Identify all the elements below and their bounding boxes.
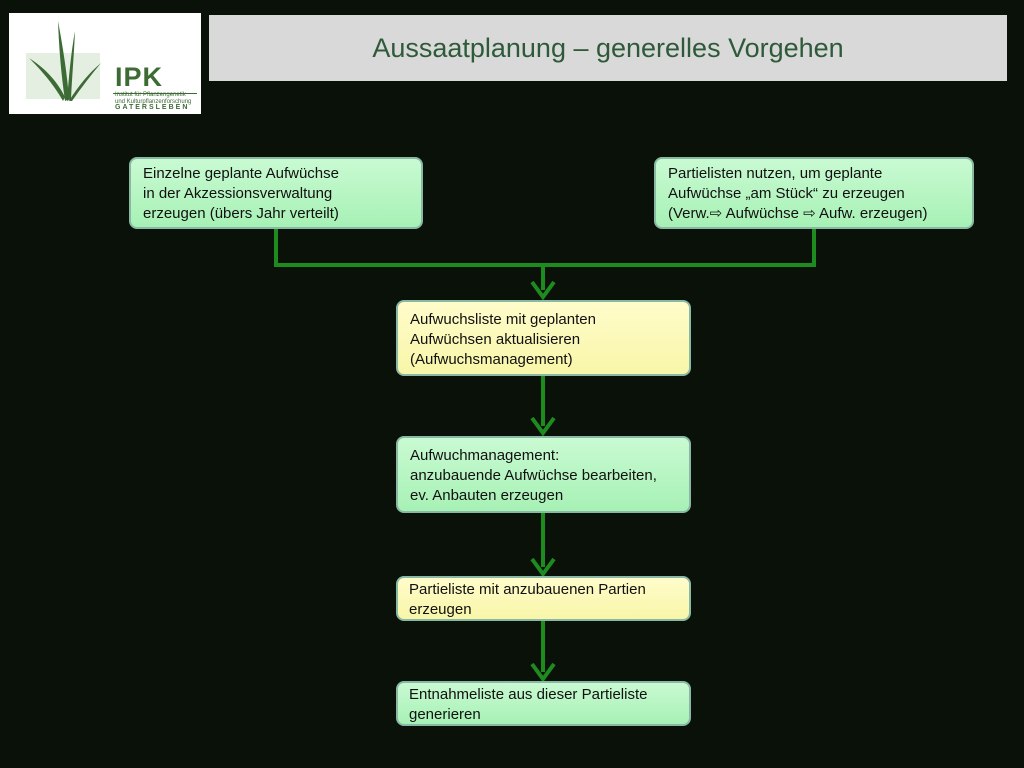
box-step1-line-3: (Aufwuchsmanagement)	[410, 351, 573, 368]
box-step2-line-3: ev. Anbauten erzeugen	[410, 487, 564, 504]
box-right-top-line-1: Partielisten nutzen, um geplante	[668, 165, 883, 182]
box-step2-line-2: anzubauende Aufwüchse bearbeiten,	[410, 467, 657, 484]
box-right-top-line-3: (Verw.⇨ Aufwüchse ⇨ Aufw. erzeugen)	[668, 205, 928, 222]
box-left-top: Einzelne geplante Aufwüchse in der Akzes…	[129, 157, 423, 229]
box-step1-line-2: Aufwüchsen aktualisieren	[410, 331, 581, 348]
title-bar: Aussaatplanung – generelles Vorgehen	[209, 15, 1007, 81]
grass-logo-icon	[26, 21, 197, 101]
logo-city: GATERSLEBEN	[115, 104, 190, 111]
box-step4-line-1: Entnahmeliste aus dieser Partieliste	[409, 686, 648, 703]
logo-abbreviation: IPK	[115, 62, 164, 92]
box-left-top-line-3: erzeugen (übers Jahr verteilt)	[143, 205, 339, 222]
logo-institute-line-1: Institut für Pflanzengenetik	[115, 92, 186, 98]
arrowhead-step3	[530, 557, 556, 578]
arrowhead-step2	[530, 416, 556, 437]
arrowhead-step4	[530, 662, 556, 683]
box-left-top-line-2: in der Akzessionsverwaltung	[143, 185, 333, 202]
ipk-logo: IPK Institut für Pflanzengenetik und Kul…	[9, 13, 201, 114]
box-right-top-line-2: Aufwüchse „am Stück“ zu erzeugen	[668, 185, 905, 202]
box-step3-line-1: Partieliste mit anzubauenen Partien	[409, 581, 646, 598]
box-left-top-line-1: Einzelne geplante Aufwüchse	[143, 165, 339, 182]
box-right-top: Partielisten nutzen, um geplante Aufwüch…	[654, 157, 974, 229]
slide-title: Aussaatplanung – generelles Vorgehen	[372, 32, 844, 63]
connector-right-to-merge	[544, 229, 816, 267]
box-step4-line-2: generieren	[409, 706, 481, 723]
arrowhead-step1	[530, 280, 556, 301]
box-step2: Aufwuchmanagement: anzubauende Aufwüchse…	[396, 436, 691, 513]
logo-institute-line-2: und Kulturpflanzenforschung	[115, 99, 192, 105]
connector-left-to-merge	[274, 229, 544, 267]
box-step1: Aufwuchsliste mit geplanten Aufwüchsen a…	[396, 300, 691, 376]
box-step1-line-1: Aufwuchsliste mit geplanten	[410, 311, 596, 328]
box-step2-line-1: Aufwuchmanagement:	[410, 447, 560, 464]
box-step3-line-2: erzeugen	[409, 601, 472, 618]
box-step4: Entnahmeliste aus dieser Partieliste gen…	[396, 681, 691, 726]
box-step3: Partieliste mit anzubauenen Partien erze…	[396, 576, 691, 621]
